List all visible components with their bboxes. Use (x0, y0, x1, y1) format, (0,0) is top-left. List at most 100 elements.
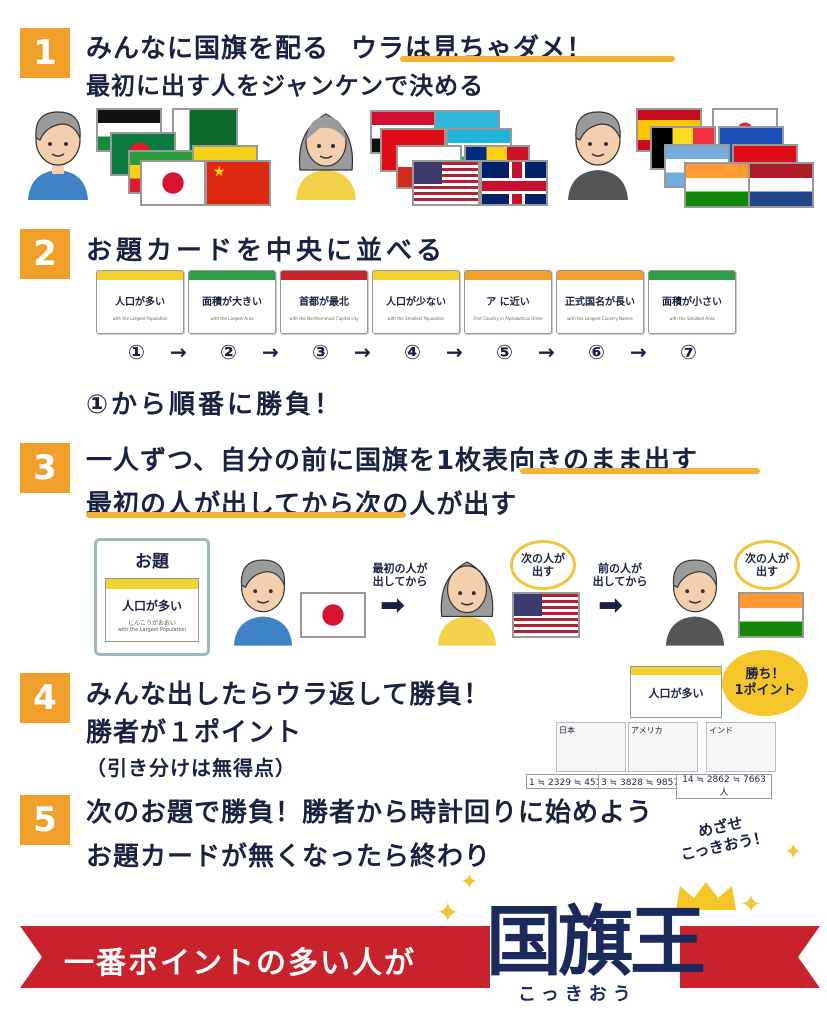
step1-line1: みんなに国旗を配るウラは見ちゃダメ！ (86, 28, 593, 65)
person-6-icon (665, 559, 725, 646)
step5-line2: お題カードが無くなったら終わり (86, 842, 492, 872)
win-bubble: 勝ち！ 1ポイント (722, 650, 808, 716)
person-2-icon (296, 113, 356, 200)
card-title: 人口が少ない (386, 297, 446, 308)
odai-card-sub1: じんこうがおおい (127, 620, 176, 627)
topic-card: 人口が多い with the Largest Population (96, 270, 184, 334)
result-card: インド (706, 722, 776, 772)
logo-kana: こっきおう (518, 984, 637, 1005)
flag-uk-icon (480, 160, 548, 206)
person-5-icon (437, 561, 497, 646)
card-title: 人口が多い (115, 297, 165, 308)
card-title: ア に近い (486, 297, 530, 308)
result-country: インド (709, 726, 733, 735)
person-3-icon (568, 111, 628, 200)
flag-netherlands-icon (748, 162, 814, 208)
card-color-band (189, 271, 275, 280)
odai-card: 人口が多い じんこうがおおい with the Largest Populati… (105, 578, 199, 642)
odai-card-sub2: with the Largest Population (117, 627, 187, 633)
step1-highlight (400, 56, 675, 62)
step3-highlight-2 (86, 512, 406, 518)
sequence-number: ④ (404, 340, 421, 364)
logo: 国旗王 (486, 897, 706, 986)
topic-card: 面積が小さい with the Smallest Area (648, 270, 736, 334)
step4-line1: みんな出したらウラ返して勝負！ (86, 680, 491, 710)
card-color-band (465, 271, 551, 280)
card-color-band (281, 271, 367, 280)
sequence-number: ③ (312, 340, 329, 364)
step2-line2: ①から順番に勝負！ (86, 390, 344, 420)
topic-card: 正式国名が長い with the Longest Country Names (556, 270, 644, 334)
step-number-2: 2 (20, 229, 70, 279)
arrow-right-icon: ➡ (598, 588, 624, 623)
result-card: アメリカ (628, 722, 698, 772)
sequence-number: ⑦ (680, 340, 697, 364)
arrow2-text: 前の人が 出してから (592, 562, 648, 588)
played-flag-usa-icon (512, 592, 580, 638)
topic-card: 面積が大きい with the Largest Area (188, 270, 276, 334)
arrow-right-icon: → (630, 340, 647, 364)
arrow-right-icon: ➡ (380, 588, 406, 623)
card-color-band (649, 271, 735, 280)
person-1-icon (28, 111, 88, 200)
banner-ribbon (20, 926, 820, 988)
card-title: 正式国名が長い (565, 297, 635, 308)
step1-line1a: みんなに国旗を配る (86, 34, 330, 64)
sequence-number: ① (128, 340, 145, 364)
result-country: 日本 (559, 726, 575, 735)
card-subtitle: with the Largest Area (210, 316, 254, 321)
topic-card: 首都が最北 with the Northernmost Capital city (280, 270, 368, 334)
step3-highlight-1 (520, 468, 760, 474)
sparkle-icon: ✦ (460, 870, 479, 895)
step4-topic-card: 人口が多い (630, 666, 722, 718)
sequence-number: ⑥ (588, 340, 605, 364)
arrow-right-icon: → (354, 340, 371, 364)
flag-japan-icon (140, 160, 206, 206)
card-subtitle: with the Longest Country Names (567, 316, 633, 321)
step5-line1: 次のお題で勝負！勝者から時計回りに始めよう (86, 798, 654, 828)
card-subtitle: with the Largest Population (112, 316, 168, 321)
arrow1-text: 最初の人が 出してから (372, 562, 428, 588)
card-color-band (373, 271, 459, 280)
person-4-icon (233, 559, 293, 646)
result-value: 14 ≒ 2862 ≒ 7663 人 (676, 774, 772, 799)
card-title: 面積が小さい (662, 297, 722, 308)
step-number-4: 4 (20, 673, 70, 723)
banner-text: 一番ポイントの多い人が (64, 946, 416, 981)
card-title: 首都が最北 (299, 297, 349, 308)
flag-india-icon (684, 162, 750, 208)
card-subtitle: with the Smallest Area (669, 316, 715, 321)
sequence-number: ② (220, 340, 237, 364)
card-color-band (97, 271, 183, 280)
sequence-number: ⑤ (496, 340, 513, 364)
card-subtitle: with the Northernmost Capital city (289, 316, 359, 321)
card-subtitle: First Country in Alphabetical Order (473, 316, 543, 321)
odai-label: お題 (135, 552, 169, 572)
odai-card-title: 人口が多い (121, 599, 182, 613)
tagline: めざせ こっきおう！ (678, 813, 770, 864)
arrow-right-icon: → (262, 340, 279, 364)
played-flag-india-icon (738, 592, 804, 638)
arrow-right-icon: → (446, 340, 463, 364)
speech-bubble-2: 次の人が 出す (734, 540, 800, 590)
topic-card: ア に近い First Country in Alphabetical Order (464, 270, 552, 334)
sparkle-icon: ✦ (436, 896, 460, 929)
sparkle-icon: ✦ (784, 840, 803, 865)
step-number-1: 1 (20, 28, 70, 78)
result-country: アメリカ (631, 726, 663, 735)
arrow-right-icon: → (538, 340, 555, 364)
step2-line1: お題カードを中央に並べる (86, 236, 447, 266)
played-flag-japan-icon (300, 592, 366, 638)
crown-icon (676, 882, 736, 910)
odai-box: お題 人口が多い じんこうがおおい with the Largest Popul… (94, 538, 210, 656)
step-number-3: 3 (20, 443, 70, 493)
step4-card-title: 人口が多い (648, 687, 704, 700)
arrow-right-icon: → (170, 340, 187, 364)
step4-line3: （引き分けは無得点） (86, 756, 296, 780)
result-card: 日本 (556, 722, 626, 772)
step4-line2: 勝者が１ポイント (86, 718, 303, 748)
flag-usa-icon (412, 160, 480, 206)
flag-china-icon: ★ (205, 160, 271, 206)
step1-line2: 最初に出す人をジャンケンで決める (86, 72, 485, 100)
card-title: 面積が大きい (202, 297, 262, 308)
